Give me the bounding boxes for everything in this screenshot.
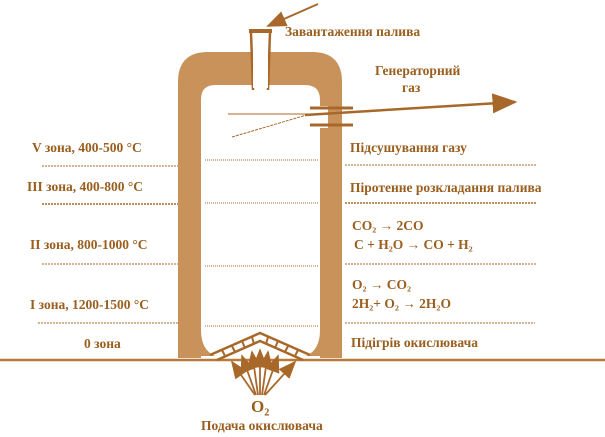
generator-gas-arrow: [304, 93, 518, 117]
zone-i-reaction-2: 2H₂+ O₂ → 2H₂O: [352, 296, 451, 311]
zone-iii-label: III зона, 400-800 °C: [27, 179, 143, 194]
oxygen-label: O₂: [251, 397, 269, 416]
zone-ii-reaction-1: CO₂ → 2CO: [352, 218, 424, 233]
fuel-loading-arrow: [266, 3, 319, 27]
fuel-loading-label: Завантаження палива: [285, 24, 420, 39]
oxidizer-supply-label: Подача окислювача: [201, 418, 323, 433]
zone-v-label: V зона, 400-500 °C: [32, 140, 142, 155]
zone-0-label: 0 зона: [84, 336, 121, 351]
oxygen-flow-arrows: [230, 348, 297, 396]
zone-i-reaction-1: O₂ → CO₂: [352, 277, 411, 292]
generator-gas-label-line2: газ: [402, 80, 421, 95]
zone-i-label: I зона, 1200-1500 °C: [30, 297, 149, 312]
generator-vessel-wall: [178, 52, 342, 358]
generator-gas-label-line1: Генераторний: [375, 63, 460, 78]
zone-0-process: Підігрів окислювача: [351, 335, 478, 350]
zone-ii-label: II зона, 800-1000 °C: [30, 237, 148, 252]
fuel-feed-pipe: [249, 29, 272, 91]
grate: [209, 331, 311, 362]
zone-v-process: Підсушування газу: [350, 140, 467, 155]
zone-iii-process: Піротенне розкладання палива: [350, 180, 542, 195]
zone-ii-reaction-2: C + H₂O → CO + H₂: [354, 237, 473, 252]
gas-outlet-pipe: [228, 106, 353, 138]
zone-separators: [38, 159, 537, 327]
